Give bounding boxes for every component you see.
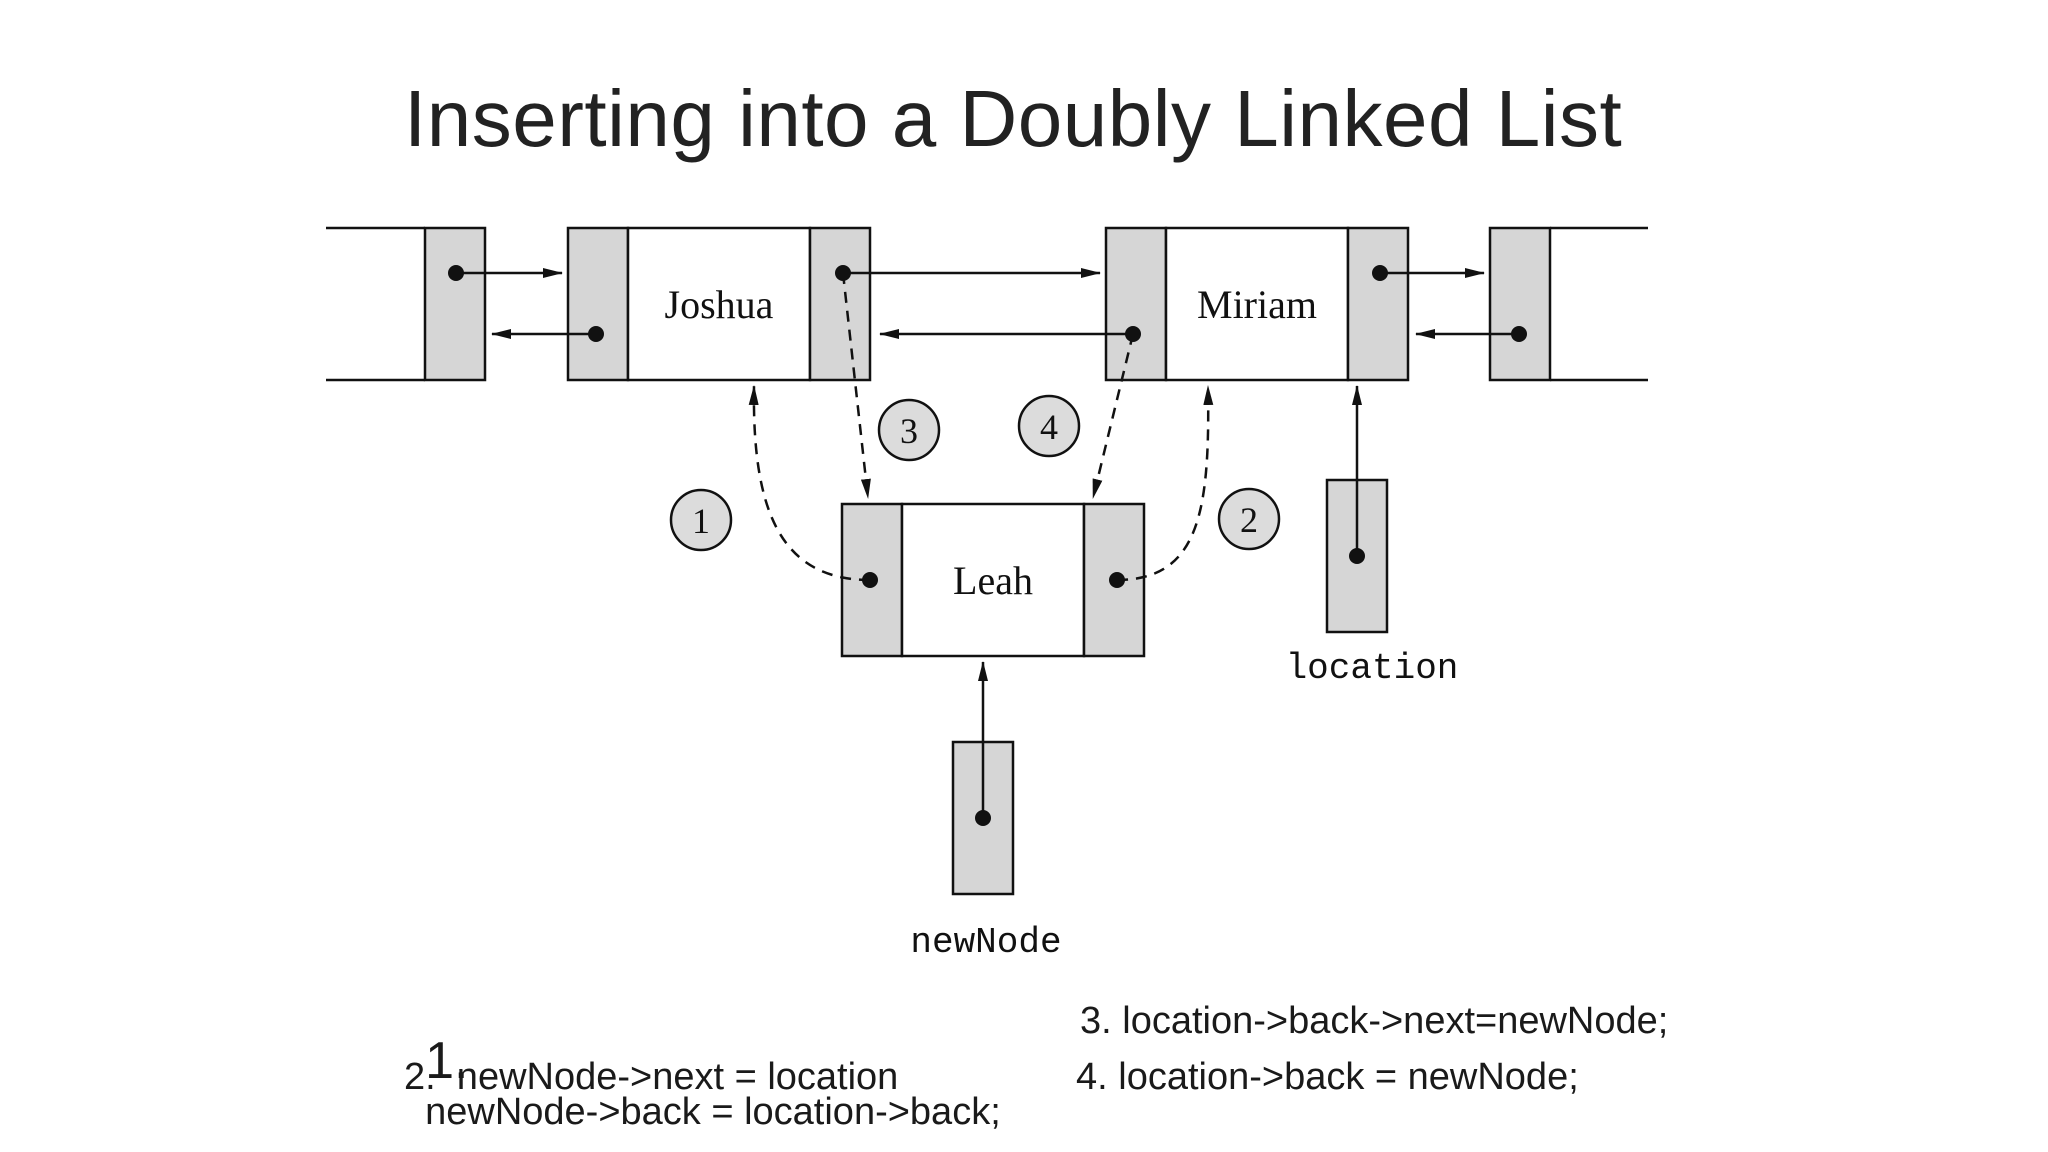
node-joshua-label: Joshua bbox=[665, 282, 774, 327]
step-3-label: 3 bbox=[900, 411, 918, 451]
step-4-circle bbox=[1017, 394, 1081, 458]
node-leah bbox=[840, 502, 1146, 658]
step-1-label: 1 bbox=[692, 501, 710, 541]
code-step-2: 2. newNode->next = location bbox=[404, 1056, 899, 1098]
step2-dashed-arrow bbox=[1116, 385, 1214, 582]
newnode-label: newNode bbox=[910, 922, 1061, 963]
step-3-circle bbox=[877, 398, 941, 462]
right-partial-node bbox=[1488, 226, 1648, 382]
code-line-1: 1. newNode->back = location->back; bbox=[404, 988, 1001, 1134]
step1-dashed-arrow bbox=[748, 385, 871, 582]
location-label: location bbox=[1286, 648, 1459, 689]
node-leah-label: Leah bbox=[953, 558, 1033, 603]
step4-dashed-arrow bbox=[1091, 333, 1135, 499]
node-miriam bbox=[1104, 226, 1410, 382]
step-4-label: 4 bbox=[1040, 407, 1058, 447]
step-1-circle bbox=[669, 488, 733, 552]
node-joshua bbox=[566, 226, 872, 382]
node-miriam-label: Miriam bbox=[1197, 282, 1317, 327]
step-2-circle bbox=[1217, 487, 1281, 551]
step-2-label: 2 bbox=[1240, 500, 1258, 540]
code-step-1: newNode->back = location->back; bbox=[425, 1091, 1001, 1133]
code-step-3: 3. location->back->next=newNode; bbox=[1080, 1000, 1669, 1042]
slide-title: Inserting into a Doubly Linked List bbox=[404, 74, 1623, 163]
left-partial-node bbox=[326, 226, 487, 382]
pointer-dots bbox=[448, 265, 1527, 826]
code-line-1-number: 1. bbox=[425, 1032, 469, 1090]
code-step-4: 4. location->back = newNode; bbox=[1076, 1056, 1579, 1098]
